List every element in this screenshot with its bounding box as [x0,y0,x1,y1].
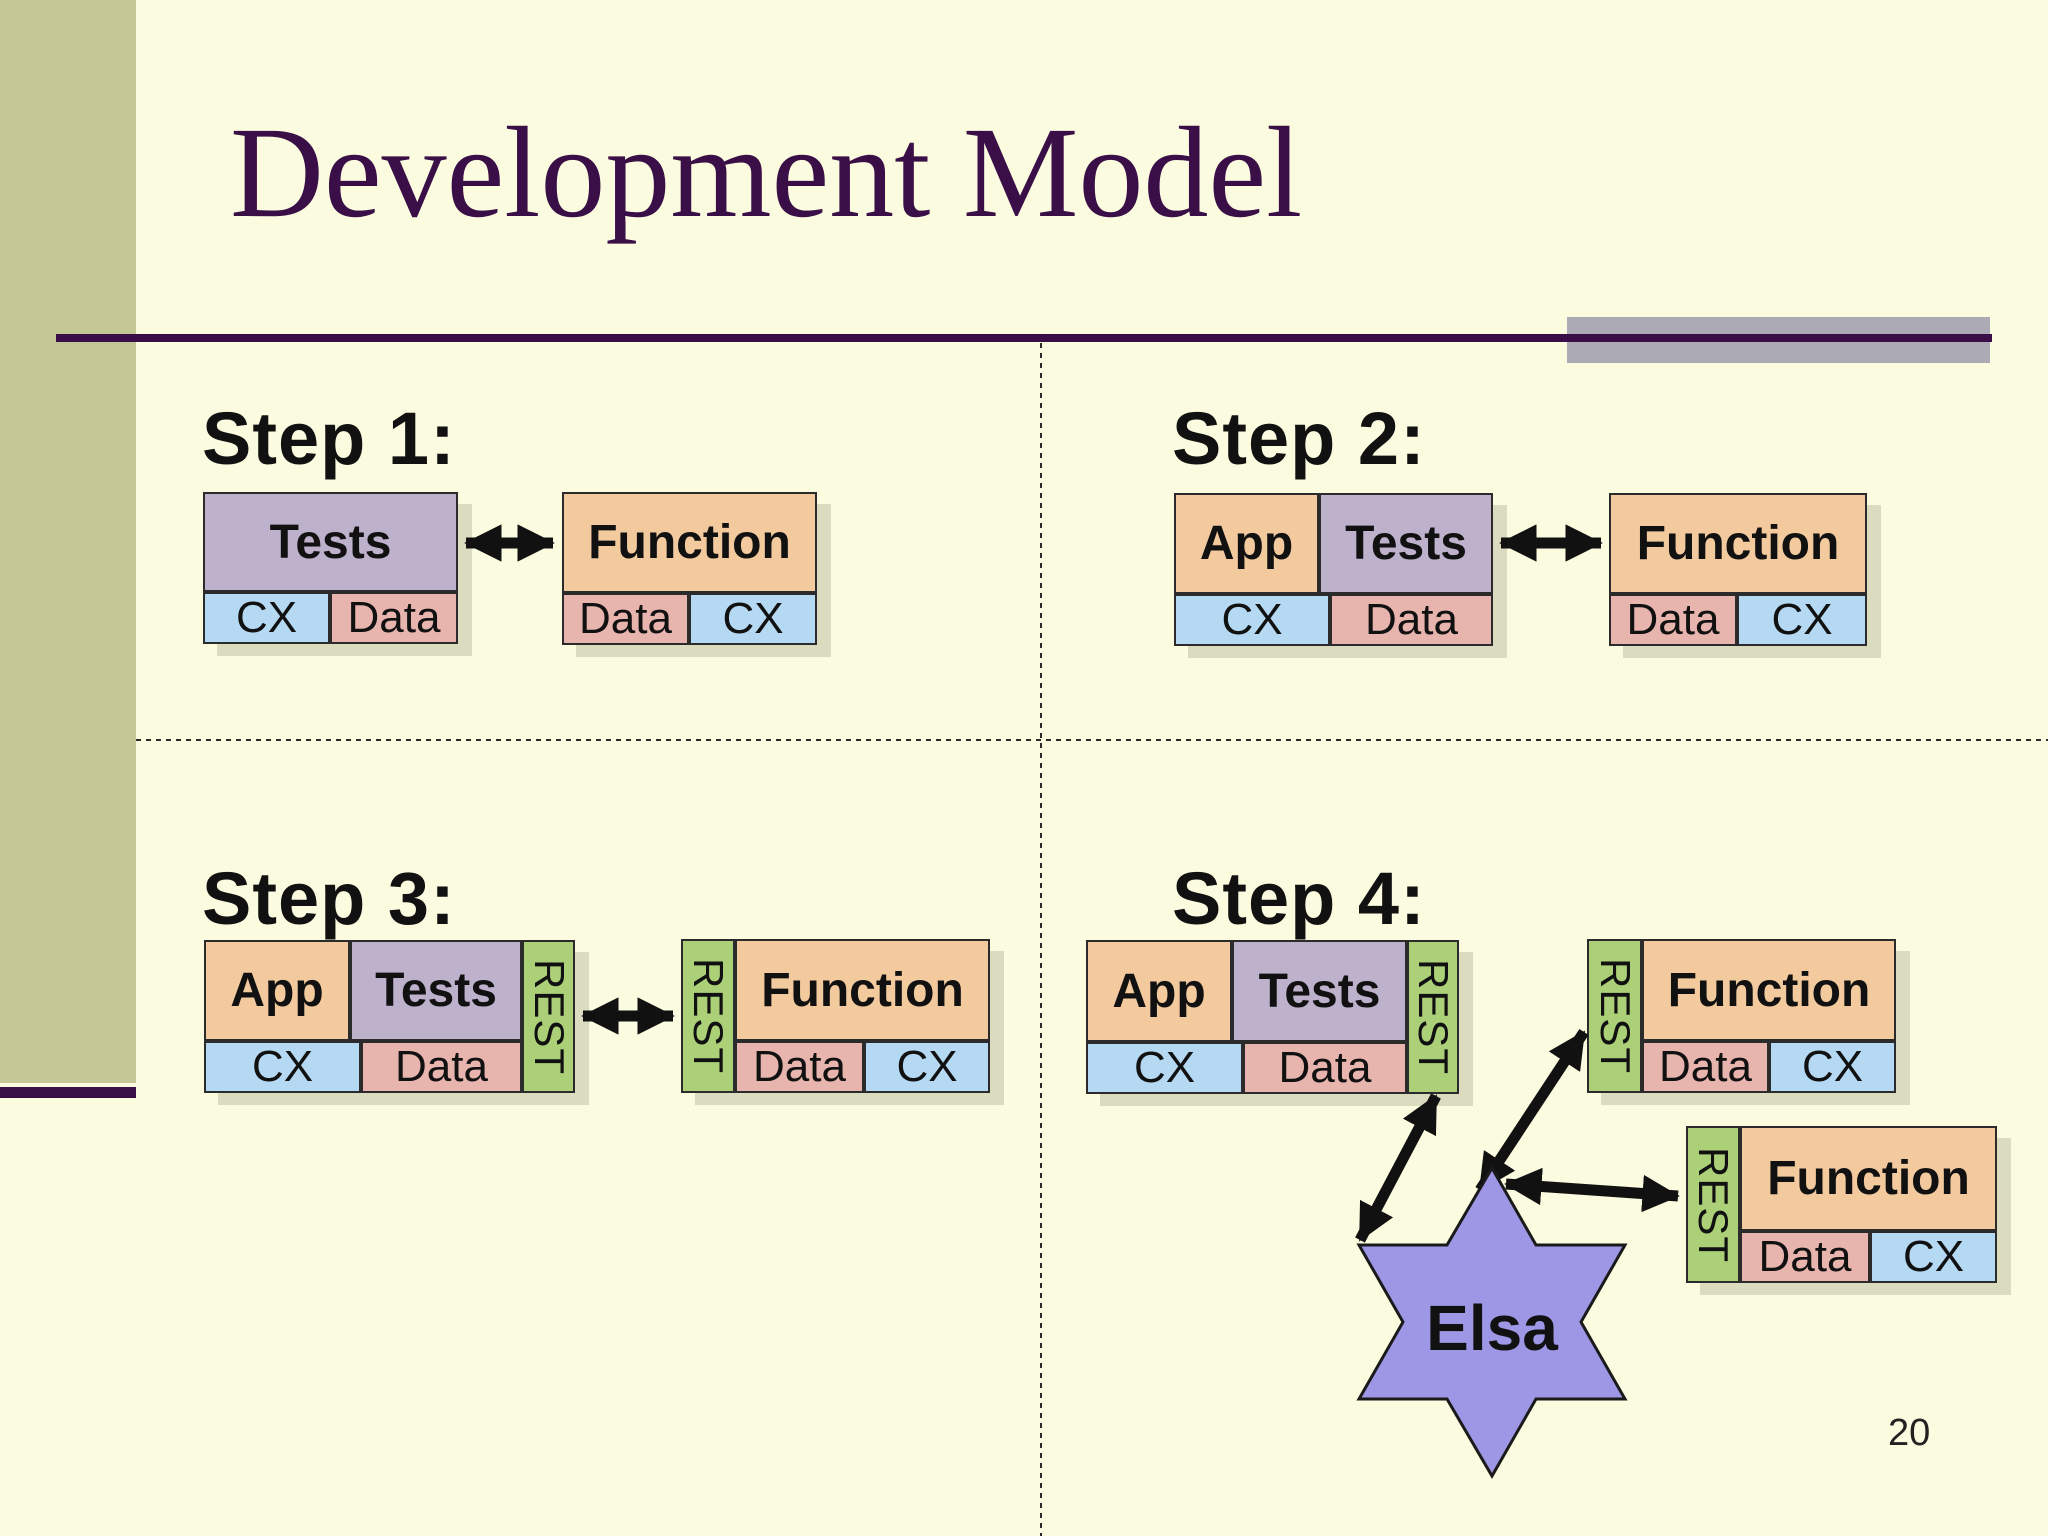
tests-cell: Tests [1319,493,1493,594]
data-cell: Data [361,1041,522,1093]
page-title: Development Model [230,101,1303,245]
cx-label: CX [1902,1232,1965,1281]
tests-cell: Tests [203,492,458,592]
data-label: Data [395,1042,488,1091]
cx-cell: CX [1870,1231,1997,1283]
elsa-star-label: Elsa [1426,1292,1558,1364]
app-cell: App [204,940,350,1041]
cx-cell: CX [1086,1042,1243,1094]
app-cell: App [1174,493,1319,594]
data-label: Data [579,594,672,643]
tests-label: Tests [375,964,497,1017]
step2-app-tests-box: App Tests CX Data [1174,493,1493,646]
title-rule [56,334,1992,342]
elsa-star [1356,1165,1628,1479]
data-cell: Data [1740,1231,1870,1283]
page-number: 20 [1888,1412,1931,1454]
app-label: App [1112,964,1206,1018]
app-label: App [1199,517,1294,570]
rest-cell: REST [1407,940,1459,1094]
step3-app-tests-box: App Tests CX Data REST [204,940,575,1093]
step1-tests-box: Tests CX Data [203,492,458,644]
step4-function-box-1: REST Function Data CX [1587,939,1896,1093]
tests-label: Tests [269,515,392,569]
rest-label: REST [1690,1146,1738,1263]
function-cell: Function [1740,1126,1997,1231]
rest-cell: REST [1686,1126,1740,1283]
cx-cell: CX [1769,1041,1896,1093]
cx-label: CX [896,1042,958,1091]
step4-function-box-2: REST Function Data CX [1686,1126,1997,1283]
sidebar-bar [0,0,136,1083]
cx-cell: CX [204,1041,361,1093]
rest-cell: REST [1587,939,1642,1093]
cx-cell: CX [1737,594,1867,646]
data-label: Data [1365,595,1458,644]
data-cell: Data [1642,1041,1769,1093]
cx-label: CX [1801,1042,1864,1091]
rest-label: REST [1410,958,1458,1076]
function-label: Function [1667,963,1871,1017]
step4-arrow-function1 [1475,1028,1589,1194]
function-cell: Function [735,939,990,1041]
cx-label: CX [251,1042,314,1091]
function-label: Function [1636,517,1840,570]
rest-label: REST [525,958,573,1075]
app-label: App [230,964,324,1017]
data-cell: Data [1243,1042,1407,1094]
data-cell: Data [735,1041,864,1093]
data-cell: Data [330,592,458,644]
cx-label: CX [722,594,784,643]
function-cell: Function [562,492,817,593]
cx-label: CX [235,593,298,642]
data-label: Data [1659,1042,1752,1091]
function-cell: Function [1642,939,1896,1041]
tests-label: Tests [1258,964,1381,1018]
function-label: Function [588,516,791,569]
vertical-divider [1040,343,1042,1536]
function-label: Function [1767,1152,1970,1205]
data-label: Data [1278,1043,1372,1092]
step3-heading: Step 3: [202,857,456,940]
data-cell: Data [1609,594,1737,646]
step3-function-box: REST Function Data CX [681,939,990,1093]
cx-label: CX [1133,1043,1196,1092]
tests-cell: Tests [1232,940,1407,1042]
function-cell: Function [1609,493,1867,594]
cx-cell: CX [689,593,817,645]
app-cell: App [1086,940,1232,1042]
step4-arrow-app-tests [1355,1093,1441,1243]
cx-label: CX [1771,595,1833,644]
rest-cell: REST [681,939,735,1093]
data-label: Data [347,593,441,642]
cx-label: CX [1221,595,1283,644]
sidebar-tick [0,1087,136,1098]
cx-cell: CX [864,1041,990,1093]
rest-cell: REST [522,940,575,1093]
step2-function-box: Function Data CX [1609,493,1867,646]
data-label: Data [1758,1232,1852,1281]
step2-heading: Step 2: [1172,397,1426,480]
data-label: Data [753,1042,846,1091]
data-cell: Data [562,593,689,645]
step1-heading: Step 1: [202,397,456,480]
step4-arrow-function2 [1504,1167,1680,1213]
tests-label: Tests [1345,517,1467,570]
step4-app-tests-box: App Tests CX Data REST [1086,940,1459,1094]
data-cell: Data [1330,594,1493,646]
cx-cell: CX [1174,594,1330,646]
rest-label: REST [1591,957,1639,1075]
data-label: Data [1626,595,1720,644]
cx-cell: CX [203,592,330,644]
step1-function-box: Function Data CX [562,492,817,645]
tests-cell: Tests [350,940,522,1041]
step4-heading: Step 4: [1172,857,1426,940]
horizontal-divider [136,739,2048,741]
rest-label: REST [685,957,733,1075]
function-label: Function [761,963,964,1017]
